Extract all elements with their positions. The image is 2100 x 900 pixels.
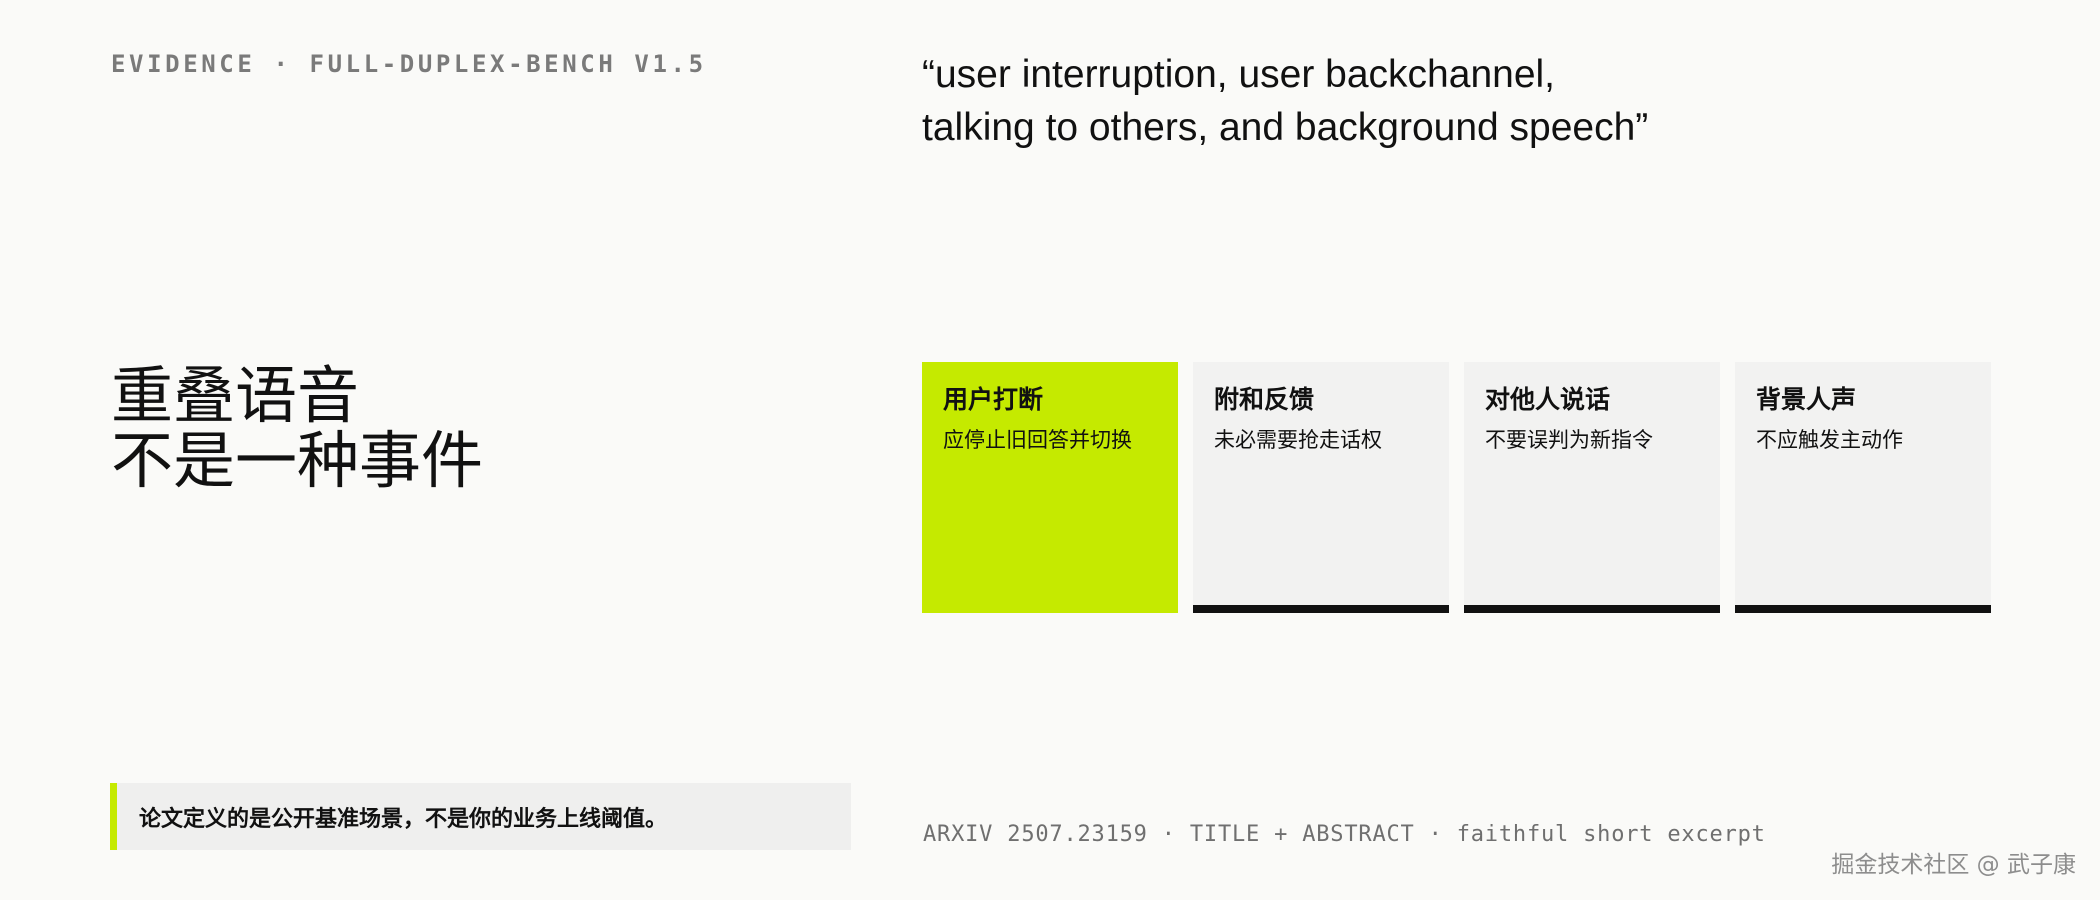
quote-line-1: “user interruption, user backchannel,: [922, 53, 1556, 96]
card-background-speech: 背景人声 不应触发主动作: [1735, 362, 1991, 613]
title-line-2: 不是一种事件: [111, 424, 484, 497]
note-callout: 论文定义的是公开基准场景，不是你的业务上线阈值。: [110, 783, 851, 850]
card-user-backchannel: 附和反馈 未必需要抢走话权: [1193, 362, 1449, 613]
source-citation: ARXIV 2507.23159 · TITLE + ABSTRACT · fa…: [923, 822, 1766, 847]
card-title: 附和反馈: [1214, 385, 1315, 414]
callout-text: 论文定义的是公开基准场景，不是你的业务上线阈值。: [139, 806, 668, 832]
page-title: 重叠语音 不是一种事件: [111, 363, 483, 493]
title-line-1: 重叠语音: [111, 359, 360, 432]
card-title: 对他人说话: [1485, 385, 1611, 414]
card-title: 背景人声: [1756, 385, 1857, 414]
card-description: 不要误判为新指令: [1485, 428, 1653, 452]
abstract-quote: “user interruption, user backchannel, ta…: [922, 48, 1648, 154]
eyebrow-label: EVIDENCE · FULL-DUPLEX-BENCH V1.5: [111, 50, 707, 78]
scenario-cards: 用户打断 应停止旧回答并切换 附和反馈 未必需要抢走话权 对他人说话 不要误判为…: [922, 362, 1991, 613]
card-description: 应停止旧回答并切换: [943, 428, 1132, 452]
card-description: 未必需要抢走话权: [1214, 428, 1382, 452]
quote-line-2: talking to others, and background speech…: [922, 106, 1649, 149]
card-title: 用户打断: [943, 385, 1044, 414]
card-talking-to-others: 对他人说话 不要误判为新指令: [1464, 362, 1720, 613]
card-description: 不应触发主动作: [1756, 428, 1903, 452]
watermark: 掘金技术社区 @ 武子康: [1831, 852, 2076, 878]
card-user-interruption: 用户打断 应停止旧回答并切换: [922, 362, 1178, 613]
